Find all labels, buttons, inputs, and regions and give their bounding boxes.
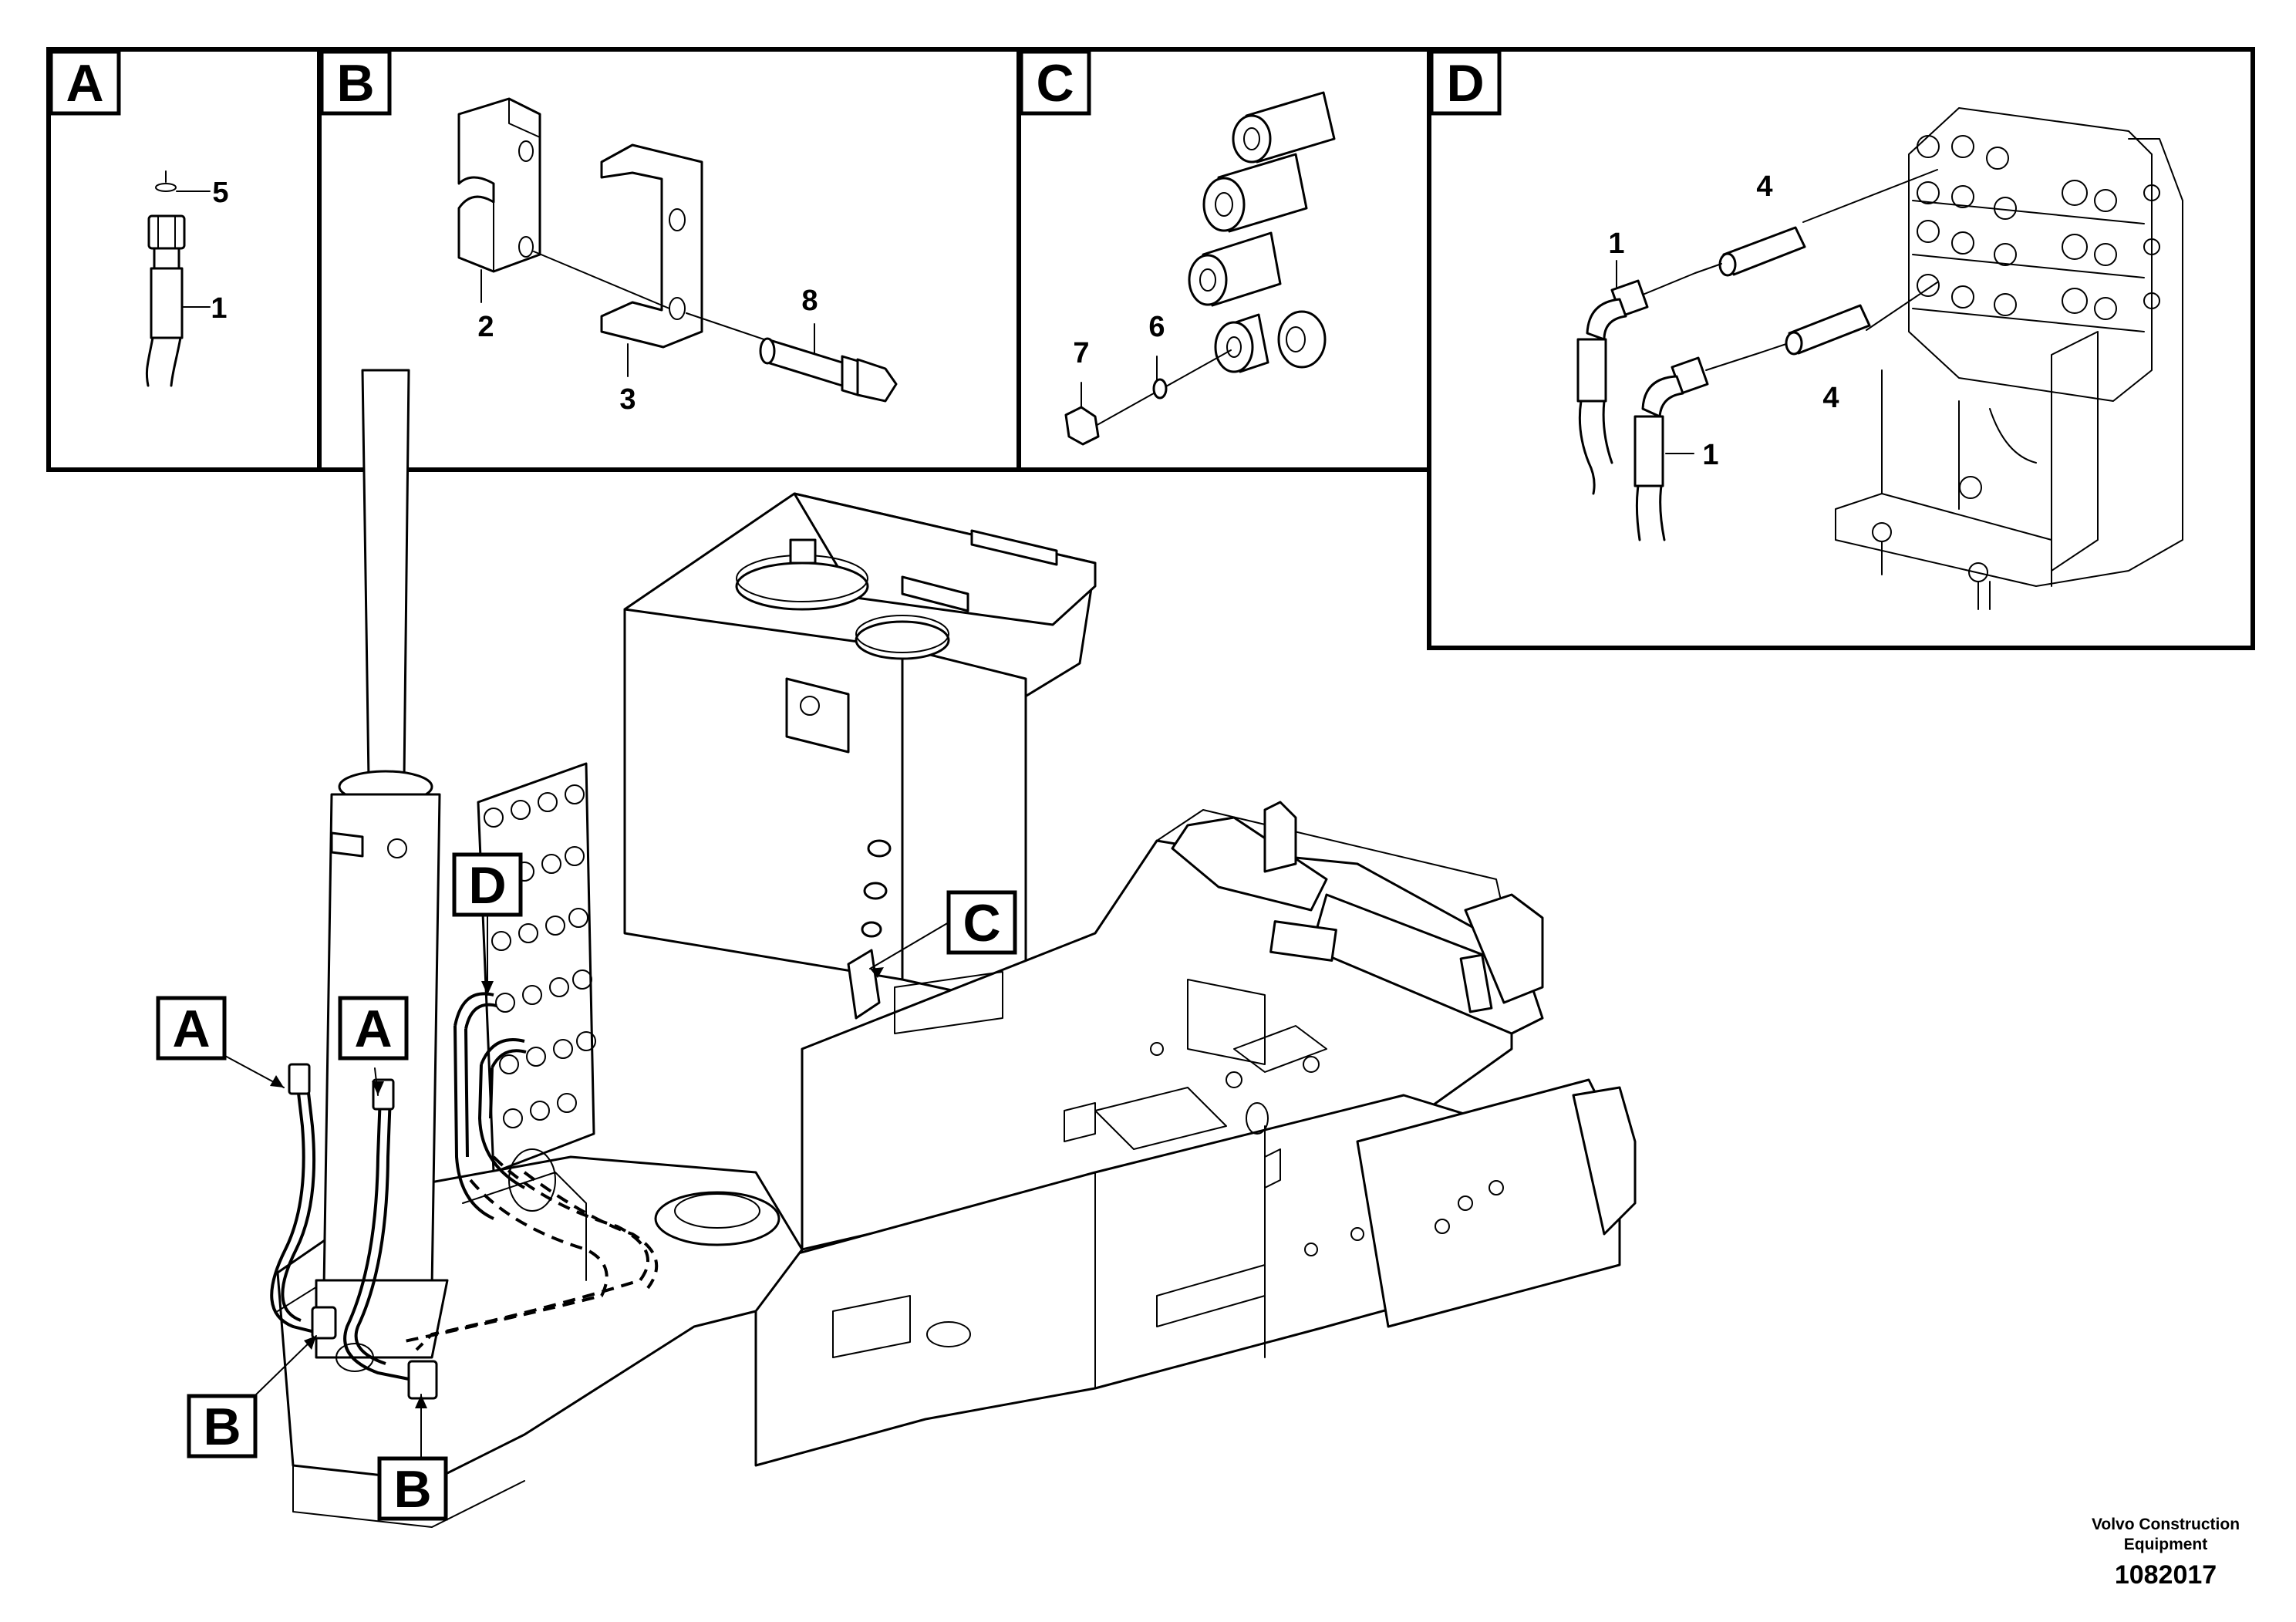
panel-a-label: A — [49, 49, 121, 116]
credit-block: Volvo Construction Equipment 1082017 — [2092, 1516, 2240, 1590]
adapter-4-upper — [1642, 226, 1806, 295]
svg-text:1: 1 — [1702, 439, 1718, 471]
panel-d-label: D — [1429, 49, 1502, 116]
swing-cylinder — [315, 369, 449, 1372]
svg-text:4: 4 — [1756, 170, 1772, 203]
svg-text:4: 4 — [1822, 382, 1839, 414]
svg-text:A: A — [172, 1000, 210, 1058]
bushing-4 — [1214, 313, 1269, 373]
clamp-half-2 — [457, 97, 541, 273]
clamp-b-lower — [407, 1360, 438, 1400]
panel-d-drawing: 1 4 4 1 — [1576, 107, 2183, 610]
svg-text:D: D — [468, 856, 506, 915]
marker-b-right: B — [377, 1456, 448, 1521]
svg-text:7: 7 — [1073, 337, 1089, 369]
panel-b-label: B — [319, 49, 392, 116]
svg-text:D: D — [1446, 54, 1484, 113]
marker-c: C — [946, 890, 1017, 955]
svg-text:B: B — [336, 54, 374, 113]
elbow-hose-1-upper — [1576, 260, 1649, 495]
clamp-half-3 — [600, 143, 703, 349]
svg-text:1: 1 — [211, 292, 227, 325]
control-valve-stack — [477, 762, 596, 1174]
svg-text:A: A — [66, 54, 103, 113]
svg-text:8: 8 — [801, 285, 818, 317]
bolt-8-shank — [766, 338, 844, 387]
marker-d: D — [452, 852, 523, 917]
plug-7 — [1064, 406, 1100, 446]
panel-c-label: C — [1019, 49, 1091, 116]
marker-a-left: A — [156, 996, 227, 1061]
svg-text:B: B — [203, 1398, 241, 1456]
valve-support-frame — [1835, 138, 2183, 610]
detail-panels — [46, 47, 2255, 650]
marker-b-left: B — [187, 1394, 258, 1458]
panel-a-drawing: 5 1 — [145, 170, 229, 387]
credit-line-1: Volvo Construction — [2092, 1516, 2240, 1533]
panel-b-drawing: 2 3 8 — [457, 97, 898, 416]
hose-crimp — [150, 267, 184, 339]
panel-c-drawing: 7 6 — [1064, 91, 1336, 446]
main-leaders — [223, 913, 949, 1458]
svg-text:2: 2 — [477, 311, 494, 343]
credit-line-2: Equipment — [2124, 1536, 2208, 1553]
clamp-b-upper — [311, 1306, 337, 1340]
elbow-hose-1-lower — [1633, 356, 1709, 541]
svg-text:6: 6 — [1148, 311, 1165, 343]
bushing-3 — [1188, 231, 1282, 307]
svg-text:C: C — [1036, 54, 1074, 113]
svg-text:3: 3 — [619, 383, 636, 416]
svg-text:1: 1 — [1608, 228, 1624, 260]
marker-a-right: A — [338, 996, 409, 1061]
bolt-8-head — [856, 358, 898, 403]
drawing-number: 1082017 — [2115, 1560, 2217, 1590]
main-assembly-view: D C A A B B — [156, 369, 1637, 1528]
lower-frame — [754, 1025, 1637, 1467]
hose-nut — [147, 214, 186, 250]
hose-ferrule — [153, 247, 180, 270]
control-valve-block — [1908, 107, 2160, 402]
bushing-5 — [1277, 310, 1327, 369]
o-ring-5 — [155, 183, 177, 192]
side-rails — [1171, 801, 1544, 1035]
bushing-2 — [1202, 153, 1308, 233]
svg-text:C: C — [963, 894, 1000, 953]
hoses-a — [270, 1063, 438, 1400]
adapter-4-lower — [1705, 304, 1871, 371]
panel-d-frame — [1427, 47, 2255, 650]
svg-text:A: A — [354, 1000, 392, 1058]
hydraulic-tank — [623, 492, 1097, 1020]
washer-6 — [1152, 378, 1168, 400]
bushing-1 — [1232, 91, 1336, 164]
svg-text:5: 5 — [212, 177, 228, 209]
svg-text:B: B — [393, 1460, 431, 1519]
